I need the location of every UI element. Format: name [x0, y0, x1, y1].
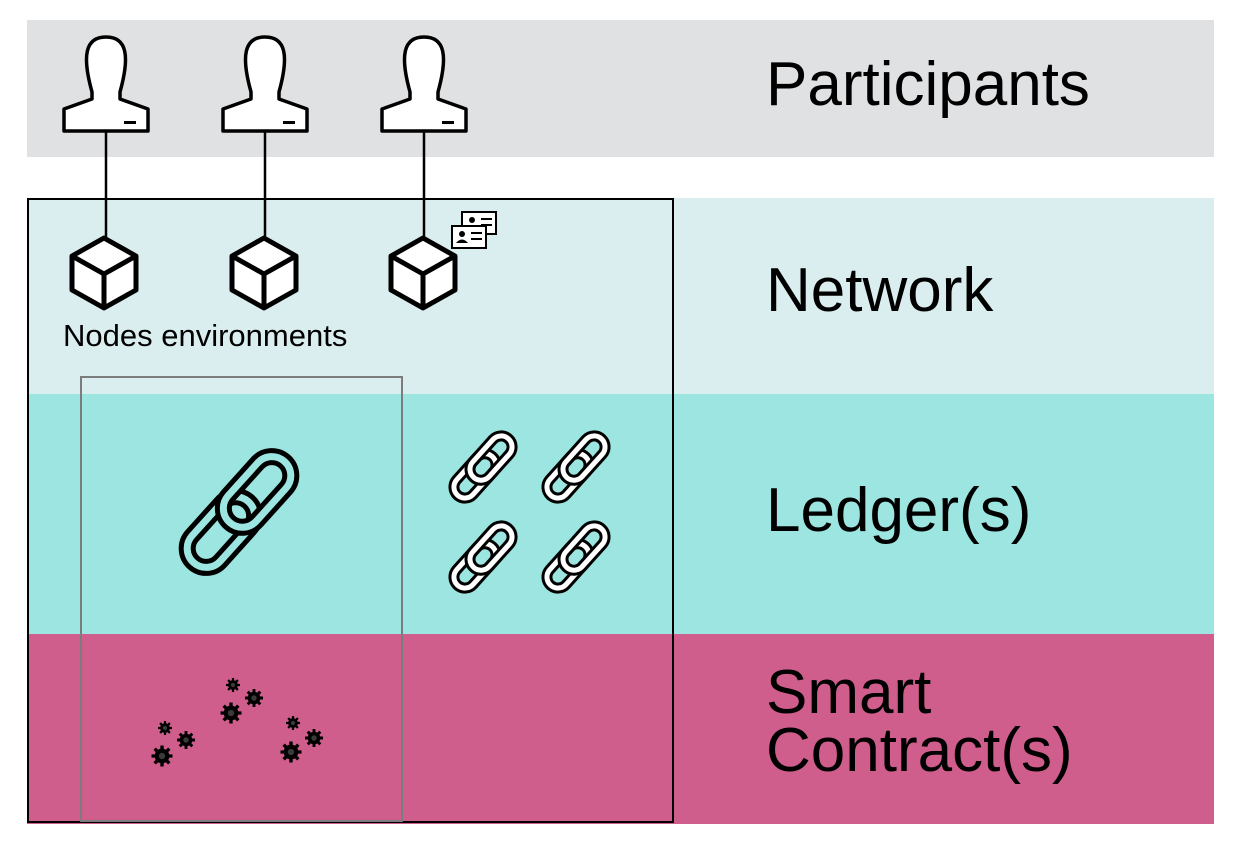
- cube-icon: [391, 238, 455, 308]
- participants-label: Participants: [766, 50, 1090, 119]
- participant-node-connectors: [104, 132, 426, 238]
- network-layer: [27, 198, 1214, 394]
- smart-contracts-layer: [27, 634, 1214, 824]
- user-icon: [221, 35, 309, 133]
- network-boundary-box: [27, 198, 674, 823]
- id-card-icon: [451, 211, 497, 249]
- user-icon: [62, 35, 150, 133]
- chain-link-icon: [542, 521, 609, 592]
- chain-link-icon: [449, 431, 516, 502]
- node-environment-box: [80, 376, 403, 822]
- ledger-label: Ledger(s): [766, 476, 1032, 545]
- nodes-environments-caption: Nodes environments: [63, 318, 348, 353]
- cube-icon: [232, 238, 296, 308]
- cube-icon: [72, 238, 136, 308]
- gear-icon: [149, 719, 197, 769]
- chain-link-icon: [178, 448, 300, 576]
- chain-link-icon: [542, 431, 609, 502]
- participants-layer: [27, 20, 1214, 157]
- chain-link-icon: [449, 521, 516, 592]
- network-label: Network: [766, 256, 994, 325]
- user-icon: [380, 35, 468, 133]
- gear-icon: [278, 714, 325, 765]
- smart-contracts-label: Smart Contract(s): [766, 658, 1073, 785]
- gear-icon: [218, 676, 265, 726]
